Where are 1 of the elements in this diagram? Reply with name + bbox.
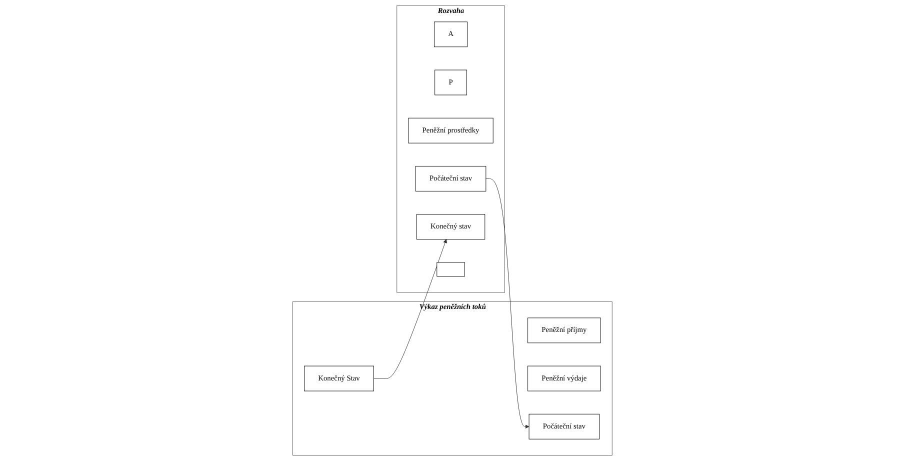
node-box	[436, 262, 464, 277]
